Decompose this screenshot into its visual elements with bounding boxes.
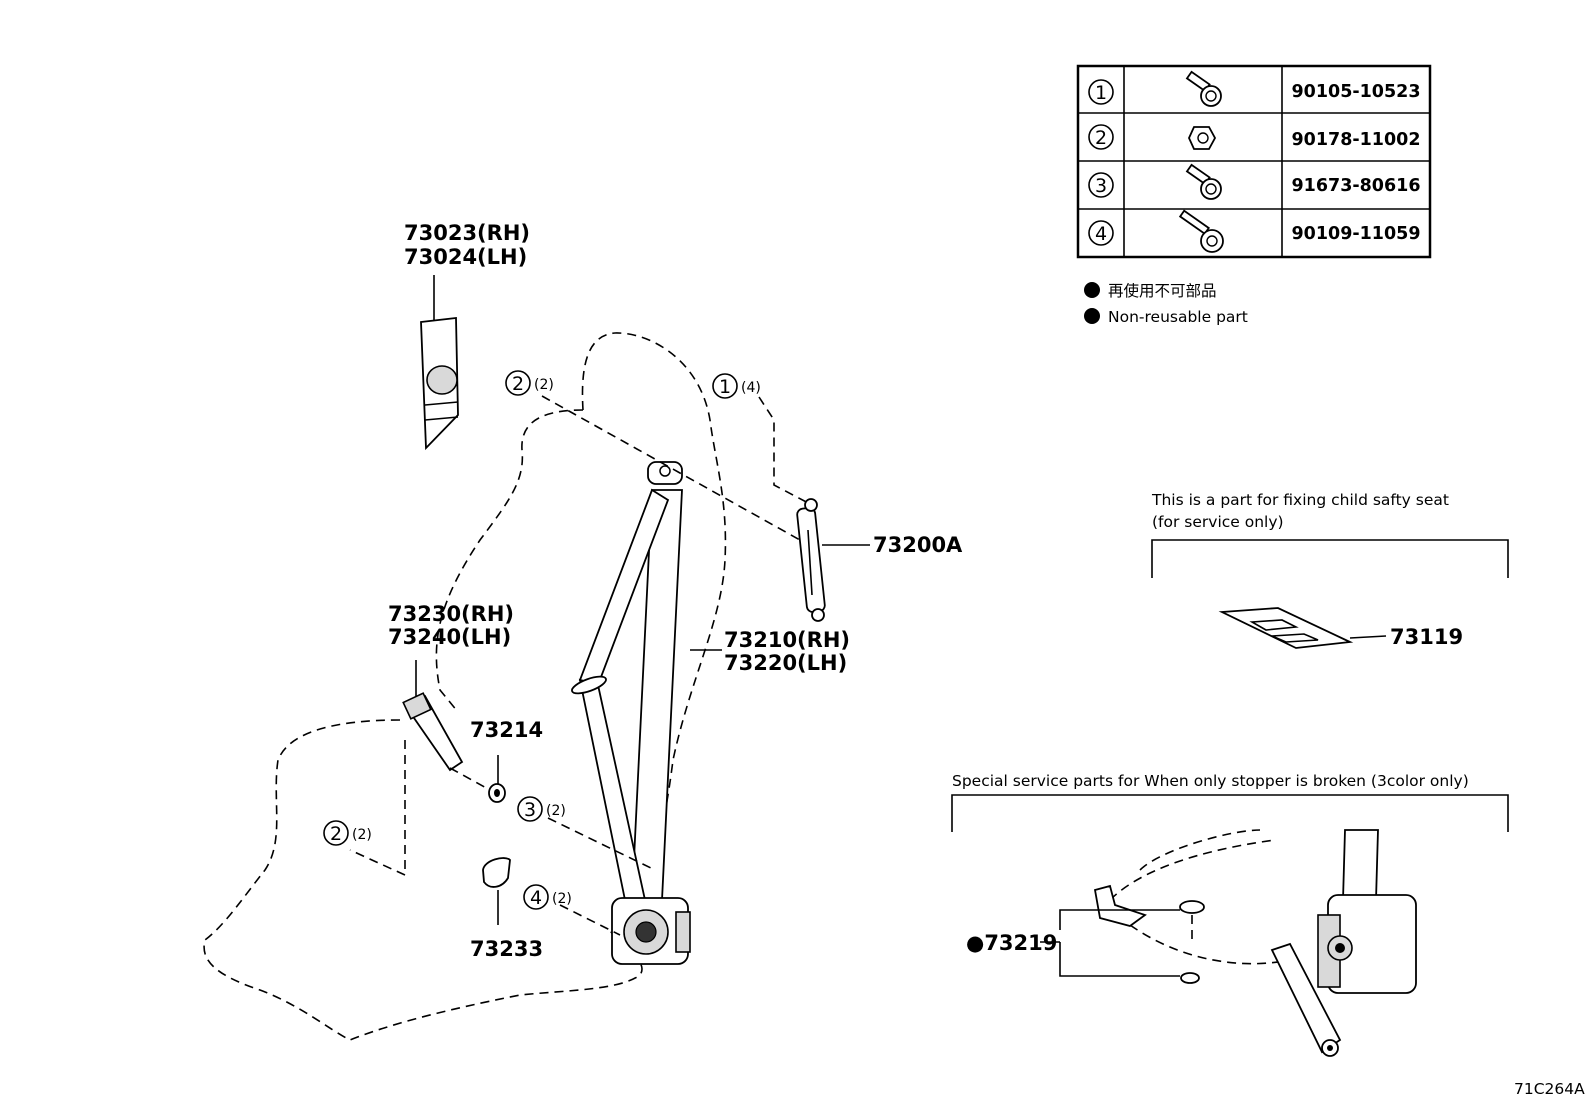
legend-english: Non-reusable part — [1108, 308, 1248, 326]
legend-japanese: 再使用不可部品 — [1108, 282, 1217, 300]
fastener-row-1: 1 90105-10523 — [1088, 70, 1421, 107]
mount-dash-line — [349, 740, 406, 877]
part-number-1: 90105-10523 — [1291, 82, 1420, 102]
bolt-3-line — [547, 817, 656, 871]
svg-text:(2): (2) — [352, 827, 372, 843]
svg-text:3: 3 — [524, 799, 536, 821]
belt-guide — [482, 857, 511, 925]
svg-text:(2): (2) — [534, 377, 554, 393]
anchor-bolt-line — [541, 395, 801, 541]
fastener-callout-4: 4 (2) — [523, 884, 572, 910]
seatback-outline — [581, 332, 727, 901]
seatback-left-outline — [435, 409, 584, 713]
non-reusable-dot-icon — [1084, 308, 1100, 324]
fastener-row-2: 2 90178-11002 — [1088, 124, 1421, 150]
ref-number-2: 2 — [1095, 127, 1107, 149]
label-buckle-rh: 73230(RH) — [388, 602, 514, 626]
stopper-bracket — [951, 794, 1509, 832]
label-adjuster: 73200A — [873, 533, 963, 557]
retractor-detail — [1317, 894, 1417, 994]
nut-icon — [1188, 126, 1217, 150]
fastener-row-4: 4 90109-11059 — [1088, 209, 1421, 253]
svg-text:2: 2 — [512, 373, 524, 395]
label-buckle-lh: 73240(LH) — [388, 625, 511, 649]
ref-number-4: 4 — [1095, 223, 1107, 245]
seat-belt-assembly — [571, 461, 691, 965]
ref-circle-3 — [1088, 172, 1114, 198]
shoulder-bolt-icon — [1178, 209, 1224, 253]
child-seat-bracket — [1151, 539, 1509, 578]
ref-number-1: 1 — [1095, 82, 1107, 104]
svg-text:2: 2 — [330, 823, 342, 845]
fastener-callout-2-upper: 2 (2) — [505, 370, 554, 396]
child-seat-note-line1: This is a part for fixing child safty se… — [1151, 491, 1449, 509]
flange-bolt-icon — [1185, 163, 1222, 200]
stopper-section: Special service parts for When only stop… — [951, 772, 1509, 1057]
part-number-3: 91673-80616 — [1291, 176, 1420, 196]
retractor — [611, 897, 691, 965]
svg-text:(4): (4) — [741, 380, 761, 396]
child-seat-note-line2: (for service only) — [1152, 513, 1284, 531]
label-washer: 73214 — [470, 718, 543, 742]
belt-tongue — [571, 675, 607, 695]
bolt-4-line — [559, 904, 621, 936]
ref-circle-4 — [1088, 220, 1114, 246]
label-stopper: ●73219 — [966, 931, 1057, 955]
child-seat-section: This is a part for fixing child safty se… — [1151, 491, 1509, 649]
washer — [488, 755, 506, 803]
part-number-4: 90109-11059 — [1291, 224, 1420, 244]
label-cover-rh: 73023(RH) — [404, 221, 530, 245]
pillar-cover — [420, 275, 459, 451]
stopper-button — [1179, 900, 1205, 914]
ref-number-3: 3 — [1095, 175, 1107, 197]
fastener-table: 1 90105-10523 2 90178-11002 3 — [1076, 64, 1432, 259]
fastener-callout-1: 1 (4) — [712, 373, 761, 399]
seat-outline — [203, 332, 727, 1041]
ref-circle-1 — [1088, 79, 1114, 105]
flange-bolt-icon — [1185, 70, 1222, 107]
svg-text:(2): (2) — [552, 891, 572, 907]
svg-text:(2): (2) — [546, 803, 566, 819]
non-reusable-dot-icon — [1084, 282, 1100, 298]
legend: 再使用不可部品 Non-reusable part — [1084, 282, 1248, 326]
label-plate: 73119 — [1390, 625, 1463, 649]
height-adjuster — [758, 396, 870, 622]
svg-text:4: 4 — [530, 887, 542, 909]
special-service-note: Special service parts for When only stop… — [952, 772, 1469, 790]
stopper-clip — [1180, 972, 1200, 984]
fastener-callout-2-lower: 2 (2) — [323, 820, 372, 846]
label-guide: 73233 — [470, 937, 543, 961]
part-number-2: 90178-11002 — [1291, 130, 1420, 150]
seat-cushion-outline — [203, 719, 643, 1041]
ref-circle-2 — [1088, 124, 1114, 150]
label-belt-rh: 73210(RH) — [724, 628, 850, 652]
figure-code: 71C264A — [1514, 1080, 1585, 1098]
label-cover-lh: 73024(LH) — [404, 245, 527, 269]
lower-belt-webbing — [578, 678, 647, 901]
buckle-assembly — [402, 660, 491, 791]
fastener-row-3: 3 91673-80616 — [1088, 163, 1421, 200]
svg-text:1: 1 — [719, 376, 731, 398]
label-belt-lh: 73220(LH) — [724, 651, 847, 675]
shoulder-anchor — [647, 461, 683, 485]
fastener-callout-3: 3 (2) — [517, 796, 566, 822]
